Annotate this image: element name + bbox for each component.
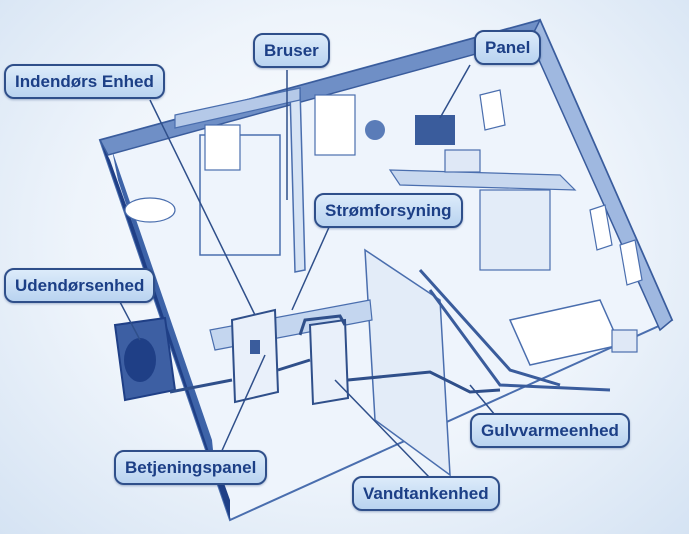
leader-panel bbox=[439, 64, 471, 119]
indoor-unit-screen bbox=[250, 340, 260, 354]
nightstand bbox=[611, 329, 638, 353]
leader-outdoor-unit bbox=[119, 301, 141, 341]
left-wall-face bbox=[112, 150, 215, 470]
fireplace bbox=[415, 115, 455, 145]
hall-partition bbox=[364, 248, 451, 477]
outdoor-unit-fan bbox=[124, 338, 156, 382]
leader-indoor-unit bbox=[149, 99, 256, 316]
leader-water-tank bbox=[334, 379, 431, 479]
partition-wall-2 bbox=[174, 87, 301, 129]
bathroom-mirror bbox=[204, 124, 241, 171]
callout-leaders bbox=[119, 64, 496, 479]
label-shower: Bruser bbox=[253, 33, 330, 68]
label-indoor-unit: Indendørs Enhed bbox=[4, 64, 165, 99]
label-outdoor-unit: Udendørsenhed bbox=[4, 268, 156, 303]
refrigerant-pipes bbox=[169, 314, 347, 394]
bedroom-wall bbox=[388, 169, 577, 191]
door bbox=[314, 94, 356, 156]
plant bbox=[365, 120, 385, 140]
wardrobe bbox=[479, 189, 551, 271]
leader-power-supply bbox=[291, 224, 331, 311]
floor-heating-pipes bbox=[418, 268, 611, 392]
window-2 bbox=[589, 204, 613, 251]
label-panel: Panel bbox=[474, 30, 542, 65]
armchair bbox=[444, 149, 481, 173]
leader-floor-heating bbox=[469, 384, 496, 416]
window-3 bbox=[619, 239, 643, 286]
indoor-unit-box bbox=[230, 308, 280, 404]
label-control-panel: Betjeningspanel bbox=[114, 450, 268, 485]
label-power-supply: Strømforsyning bbox=[314, 193, 463, 228]
water-pipe-to-floor bbox=[347, 370, 501, 394]
label-floor-heating-unit: Gulvvarmeenhed bbox=[470, 413, 630, 448]
label-water-tank-unit: Vandtankenhed bbox=[352, 476, 500, 511]
leader-control-panel bbox=[219, 354, 266, 456]
window-1 bbox=[479, 89, 506, 131]
water-tank-box bbox=[308, 318, 350, 406]
washbasin bbox=[124, 197, 176, 223]
